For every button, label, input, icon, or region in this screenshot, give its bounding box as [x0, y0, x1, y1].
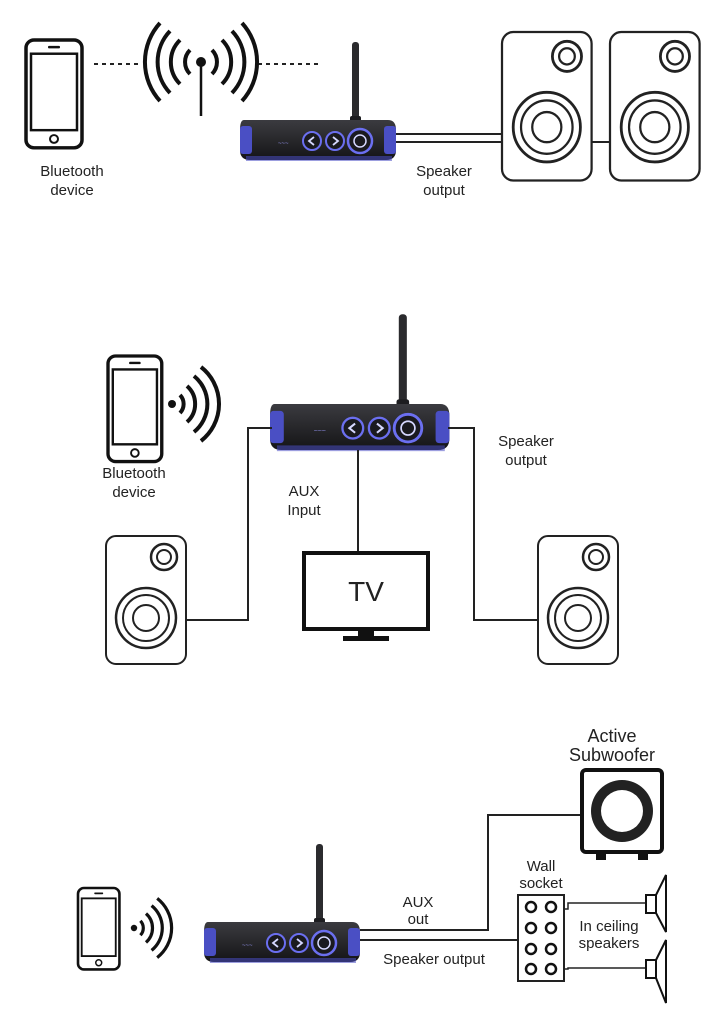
aux-out-wire [360, 814, 580, 931]
d3-wall-socket-label-line2: socket [519, 875, 563, 892]
broadcast-antenna-icon [142, 21, 260, 116]
d2-output-label: Speaker output [486, 432, 566, 470]
d2-aux-label: AUX Input [276, 482, 332, 520]
d1-output-label-line1: Speaker [416, 163, 472, 180]
speaker-right-icon [536, 534, 620, 666]
d1-device-label-line2: device [50, 182, 94, 199]
d3-subwoofer-label: Active Subwoofer [562, 727, 662, 765]
speaker-left-icon [500, 30, 594, 182]
d1-output-label: Speaker output [404, 162, 484, 200]
diagram2 [104, 312, 620, 666]
ceiling-speaker-icon-2 [645, 939, 667, 1004]
d2-aux-label-line1: AUX [288, 483, 320, 500]
d3-ceiling-label: In ceiling speakers [570, 918, 648, 952]
diagram1 [24, 21, 702, 182]
d1-device-label: Bluetooth device [32, 162, 112, 200]
tv-icon [302, 551, 430, 641]
d2-device-label-line1: Bluetooth [102, 465, 166, 482]
d3-ceiling-label-line1: In ceiling [579, 918, 639, 935]
d3-subwoofer-label-line2: Subwoofer [568, 745, 656, 765]
d2-output-label-line1: Speaker [498, 433, 554, 450]
speaker-right-icon [608, 30, 702, 182]
d3-aux-label-line2: out [407, 911, 429, 928]
d2-device-label-line2: device [112, 484, 156, 501]
receiver-device-icon [202, 842, 362, 965]
d2-device-label: Bluetooth device [94, 464, 174, 502]
d3-ceiling-label-line2: speakers [578, 935, 640, 952]
bluetooth-phone-icon [24, 38, 84, 150]
d2-aux-label-line2: Input [287, 502, 321, 519]
speaker-left-icon [104, 534, 188, 666]
left-speaker-wire [184, 427, 272, 621]
d3-aux-label-line1: AUX [402, 894, 434, 911]
ceiling-speaker-icon [645, 874, 667, 933]
d3-aux-label: AUX out [392, 894, 444, 928]
bluetooth-phone-icon [106, 354, 164, 464]
d3-wall-socket-label: Wall socket [508, 858, 574, 892]
bluetooth-phone-icon [76, 886, 121, 971]
right-speaker-wire [448, 427, 538, 621]
d1-output-label-line2: output [423, 182, 465, 199]
signal-waves-icon [166, 365, 222, 443]
d3-subwoofer-label-line1: Active [587, 726, 637, 746]
d3-output-label: Speaker output [383, 951, 485, 968]
signal-waves-icon [129, 896, 174, 960]
d2-output-label-line2: output [505, 452, 547, 469]
subwoofer-icon [580, 768, 664, 860]
wall-socket-icon [517, 894, 565, 982]
tv-label: TV [348, 576, 384, 607]
d1-device-label-line1: Bluetooth [40, 163, 104, 180]
receiver-device-icon [268, 312, 451, 453]
d3-wall-socket-label-line1: Wall [526, 858, 556, 875]
receiver-device-icon [238, 40, 398, 163]
ceiling-speaker-wire-2 [564, 967, 646, 970]
diagram3 [76, 768, 667, 1004]
ceiling-speaker-wire [564, 902, 646, 910]
